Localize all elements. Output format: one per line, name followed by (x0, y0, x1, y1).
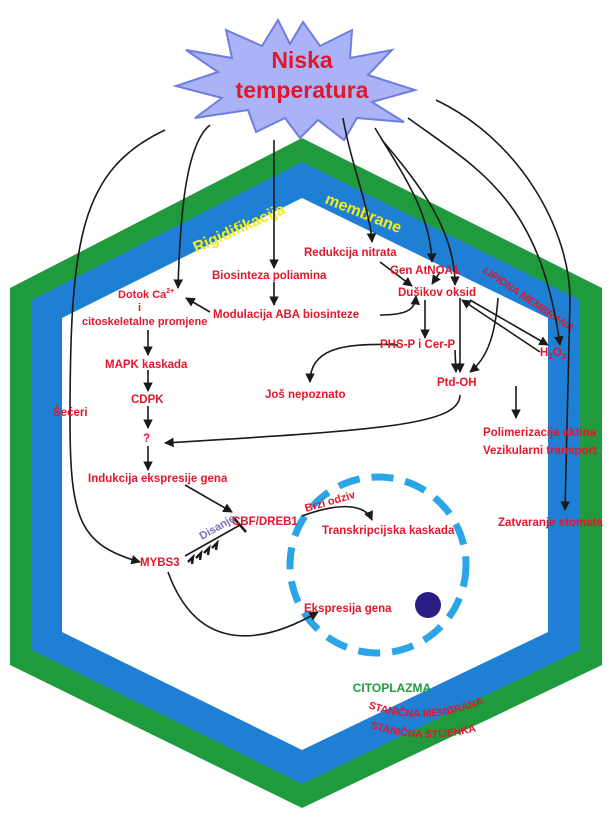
edge-star-to-sugars (69, 129, 166, 565)
edge-star-to-h2o2 (407, 117, 564, 346)
node-ptd: Ptd-OH (437, 377, 477, 389)
nucleus-ring (286, 473, 470, 657)
node-nitric-oxide: Dušikov oksid (398, 287, 476, 299)
breathing-chevrons (187, 539, 219, 565)
edge-star-to-nitrate (342, 117, 377, 243)
cytoplasm-label: CITOPLAZMA (353, 681, 432, 695)
node-sugars: Šećeri (53, 406, 88, 419)
node-mapk: MAPK kaskada (105, 359, 188, 371)
node-calcium-cyto: citoskeletalne promjene (82, 316, 207, 328)
node-nitrate: Redukcija nitrata (304, 247, 397, 259)
node-actin: Polimerizacija aktina (483, 427, 597, 439)
node-unknown: Još nepoznato (265, 389, 346, 401)
node-cdpk: CDPK (131, 394, 164, 406)
node-polyamine: Biosinteza poliamina (212, 270, 327, 282)
edge-aba-to-no (379, 295, 421, 316)
edge-ptd-to-question (164, 394, 461, 448)
nucleolus (415, 592, 441, 618)
edge-aba-to-calcium (185, 297, 211, 313)
edge-h2o2-to-no (461, 299, 541, 353)
node-vesicular: Vezikularni transport (483, 445, 597, 457)
edge-star-to-calcium (173, 124, 211, 289)
edge-induction-to-cbf (184, 484, 233, 513)
edge-no-to-h2o2 (469, 299, 549, 346)
node-question: ? (143, 433, 150, 445)
edge-no-to-ptd-curve (469, 297, 499, 373)
node-phs: PHS-P i Cer-P (380, 339, 456, 351)
edge-cbf-to-transcription (301, 505, 373, 521)
node-calcium: Dotok Ca2+ (118, 288, 174, 301)
edge-star-to-no (381, 139, 460, 286)
node-h2o2: H2O2 (540, 347, 567, 361)
edge-phs-to-unknown (305, 343, 399, 383)
node-calcium-and: i (138, 302, 141, 314)
edge-nitrate-to-no (379, 261, 413, 287)
cold-star-burst (172, 17, 419, 142)
node-transcription: Transkripcijska kaskada (322, 525, 455, 537)
edge-phs-to-ptd (450, 349, 461, 373)
node-cbf: CBF/DREB1 (232, 516, 298, 528)
node-expression: Ekspresija gena (304, 603, 392, 615)
title-line2: temperatura (236, 77, 369, 103)
edge-mybs3-inhibit-cbf (184, 524, 241, 557)
node-gen: Gen AtNOA1 (390, 265, 460, 277)
title-line1: Niska (271, 47, 333, 73)
edge-mybs3-to-expression (167, 571, 319, 637)
edge-star-to-stomata (435, 99, 571, 511)
node-induction: Indukcija ekspresije gena (88, 473, 228, 485)
node-aba: Modulacija ABA biosinteze (213, 309, 359, 321)
edge-gen-to-no (431, 271, 441, 285)
inhibit-bar (232, 516, 247, 533)
node-stomata: Zatvaranje stomata (498, 517, 603, 529)
node-mybs3: MYBS3 (140, 557, 180, 569)
